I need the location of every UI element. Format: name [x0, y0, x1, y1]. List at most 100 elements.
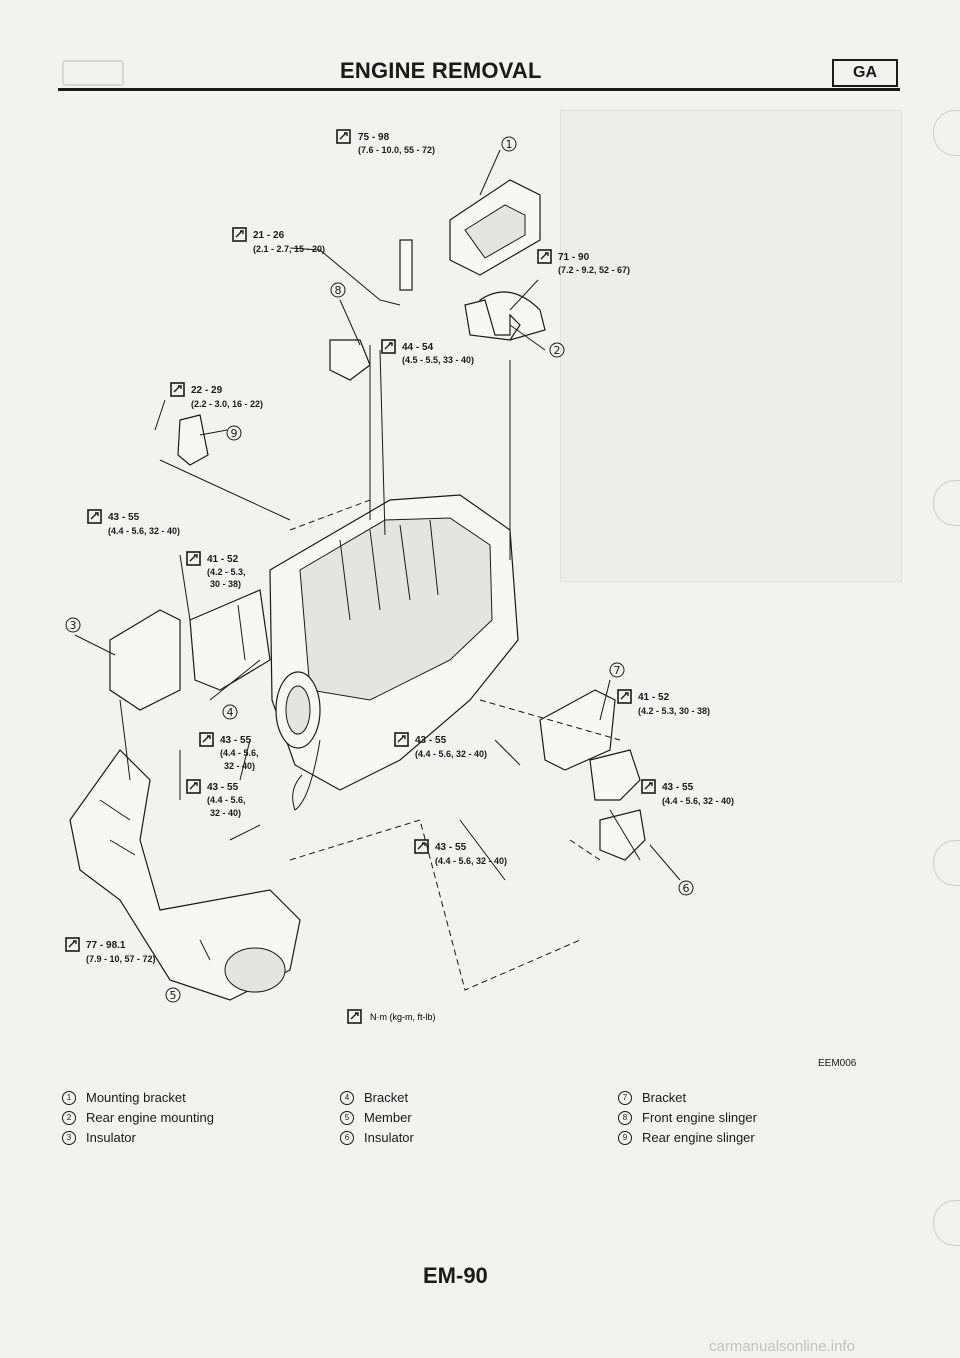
legend-item: 2 Rear engine mounting: [62, 1108, 214, 1128]
binder-hole-mark: [933, 110, 960, 156]
right-bracket-illustration: [539, 689, 646, 861]
svg-text:77 - 98.1: 77 - 98.1: [86, 940, 126, 951]
torque-22-29: 22 - 29 (2.2 - 3.0, 16 - 22): [170, 382, 263, 409]
svg-text:75 - 98: 75 - 98: [358, 132, 390, 143]
legend-item: 4 Bracket: [340, 1088, 414, 1108]
svg-text:(4.4 - 5.6,: (4.4 - 5.6,: [207, 795, 246, 805]
left-insulator-illustration: [109, 589, 271, 711]
legend-label: Rear engine mounting: [86, 1110, 214, 1125]
svg-text:5: 5: [170, 989, 177, 1002]
callout-8: 8: [330, 282, 346, 298]
svg-text:7: 7: [614, 664, 621, 677]
leader-lines: [74, 149, 681, 991]
svg-text:(4.4 - 5.6,: (4.4 - 5.6,: [220, 748, 259, 758]
svg-text:21 - 26: 21 - 26: [253, 230, 285, 241]
legend-number: 4: [340, 1091, 354, 1105]
front-engine-slinger-illustration: [329, 339, 371, 381]
member-illustration: [69, 749, 301, 1001]
torque-unit-key: N·m (kg-m, ft-lb): [347, 1009, 436, 1024]
svg-text:43 - 55: 43 - 55: [207, 782, 239, 793]
legend-item: 1 Mounting bracket: [62, 1088, 214, 1108]
legend-number: 7: [618, 1091, 632, 1105]
svg-text:(2.2 - 3.0, 16 - 22): (2.2 - 3.0, 16 - 22): [191, 399, 263, 409]
legend-column-2: 4 Bracket 5 Member 6 Insulator: [340, 1088, 414, 1148]
svg-text:43 - 55: 43 - 55: [435, 842, 467, 853]
legend-item: 6 Insulator: [340, 1128, 414, 1148]
header-rule: [58, 88, 900, 91]
binder-hole-mark: [933, 840, 960, 886]
torque-77-98-1: 77 - 98.1 (7.9 - 10, 57 - 72): [65, 937, 156, 964]
svg-text:22 - 29: 22 - 29: [191, 385, 223, 396]
engine-code-badge: GA: [832, 59, 898, 87]
svg-text:(4.2 - 5.3, 30 - 38): (4.2 - 5.3, 30 - 38): [638, 706, 710, 716]
legend-item: 5 Member: [340, 1108, 414, 1128]
svg-text:32 - 40): 32 - 40): [210, 808, 241, 818]
svg-text:43 - 55: 43 - 55: [662, 782, 694, 793]
svg-text:6: 6: [683, 882, 690, 895]
torque-41-52-left: 41 - 52 (4.2 - 5.3, 30 - 38): [186, 551, 246, 589]
legend-number: 3: [62, 1131, 76, 1145]
svg-text:3: 3: [70, 619, 77, 632]
svg-text:43 - 55: 43 - 55: [415, 735, 447, 746]
figure-code: EEM006: [818, 1058, 857, 1069]
svg-text:71 - 90: 71 - 90: [558, 252, 590, 263]
svg-text:4: 4: [227, 706, 234, 719]
callout-1: 1: [501, 136, 517, 152]
svg-text:N·m (kg-m, ft-lb): N·m (kg-m, ft-lb): [370, 1012, 436, 1022]
callout-9: 9: [226, 425, 242, 441]
svg-text:41 - 52: 41 - 52: [638, 692, 670, 703]
callout-4: 4: [222, 704, 238, 720]
legend-number: 2: [62, 1111, 76, 1125]
svg-text:43 - 55: 43 - 55: [108, 512, 140, 523]
legend-number: 8: [618, 1111, 632, 1125]
callout-5: 5: [165, 987, 181, 1003]
legend-column-1: 1 Mounting bracket 2 Rear engine mountin…: [62, 1088, 214, 1148]
svg-text:1: 1: [506, 138, 513, 151]
rear-engine-slinger-illustration: [177, 414, 209, 466]
legend-item: 8 Front engine slinger: [618, 1108, 757, 1128]
svg-text:30 - 38): 30 - 38): [210, 579, 241, 589]
svg-text:8: 8: [335, 284, 342, 297]
page-number: EM-90: [423, 1263, 488, 1288]
legend-number: 9: [618, 1131, 632, 1145]
svg-text:(4.4 - 5.6, 32 - 40): (4.4 - 5.6, 32 - 40): [415, 749, 487, 759]
svg-text:(4.4 - 5.6, 32 - 40): (4.4 - 5.6, 32 - 40): [108, 526, 180, 536]
binder-hole-mark: [933, 480, 960, 526]
svg-text:(7.6 - 10.0, 55 - 72): (7.6 - 10.0, 55 - 72): [358, 145, 435, 155]
svg-text:(2.1 - 2.7, 15 - 20): (2.1 - 2.7, 15 - 20): [253, 244, 325, 254]
svg-text:43 - 55: 43 - 55: [220, 735, 252, 746]
callout-6: 6: [678, 880, 694, 896]
faded-section-tab: [62, 60, 124, 86]
binder-hole-mark: [933, 1200, 960, 1246]
torque-41-52-right: 41 - 52 (4.2 - 5.3, 30 - 38): [617, 689, 710, 716]
legend-label: Mounting bracket: [86, 1090, 186, 1105]
torque-21-26: 21 - 26 (2.1 - 2.7, 15 - 20): [232, 227, 325, 254]
engine-mounting-diagram: 75 - 98 (7.6 - 10.0, 55 - 72) 21 - 26 (2…: [65, 129, 734, 1024]
svg-text:2: 2: [554, 344, 561, 357]
callout-2: 2: [549, 342, 565, 358]
svg-text:(4.4 - 5.6, 32 - 40): (4.4 - 5.6, 32 - 40): [435, 856, 507, 866]
engine-block-illustration: [269, 494, 519, 811]
svg-text:(4.5 - 5.5, 33 - 40): (4.5 - 5.5, 33 - 40): [402, 355, 474, 365]
torque-43-55-lower-left: 43 - 55 (4.4 - 5.6, 32 - 40): [186, 779, 246, 818]
legend-item: 3 Insulator: [62, 1128, 214, 1148]
legend-label: Rear engine slinger: [642, 1130, 755, 1145]
legend-label: Front engine slinger: [642, 1110, 757, 1125]
legend-number: 5: [340, 1111, 354, 1125]
torque-43-55-center: 43 - 55 (4.4 - 5.6, 32 - 40): [394, 732, 487, 759]
torque-43-55-upper-left: 43 - 55 (4.4 - 5.6, 32 - 40): [87, 509, 180, 536]
legend-item: 7 Bracket: [618, 1088, 757, 1108]
torque-44-54: 44 - 54 (4.5 - 5.5, 33 - 40): [381, 339, 474, 365]
torque-71-90: 71 - 90 (7.2 - 9.2, 52 - 67): [537, 249, 630, 275]
svg-text:9: 9: [231, 427, 238, 440]
legend-number: 1: [62, 1091, 76, 1105]
callout-7: 7: [609, 662, 625, 678]
torque-43-55-mid-left: 43 - 55 (4.4 - 5.6, 32 - 40): [199, 732, 259, 771]
svg-text:(4.4 - 5.6, 32 - 40): (4.4 - 5.6, 32 - 40): [662, 796, 734, 806]
torque-43-55-right: 43 - 55 (4.4 - 5.6, 32 - 40): [641, 779, 734, 806]
bleed-through-image: [560, 110, 902, 582]
legend-label: Insulator: [364, 1130, 414, 1145]
callout-3: 3: [65, 617, 81, 633]
legend-item: 9 Rear engine slinger: [618, 1128, 757, 1148]
